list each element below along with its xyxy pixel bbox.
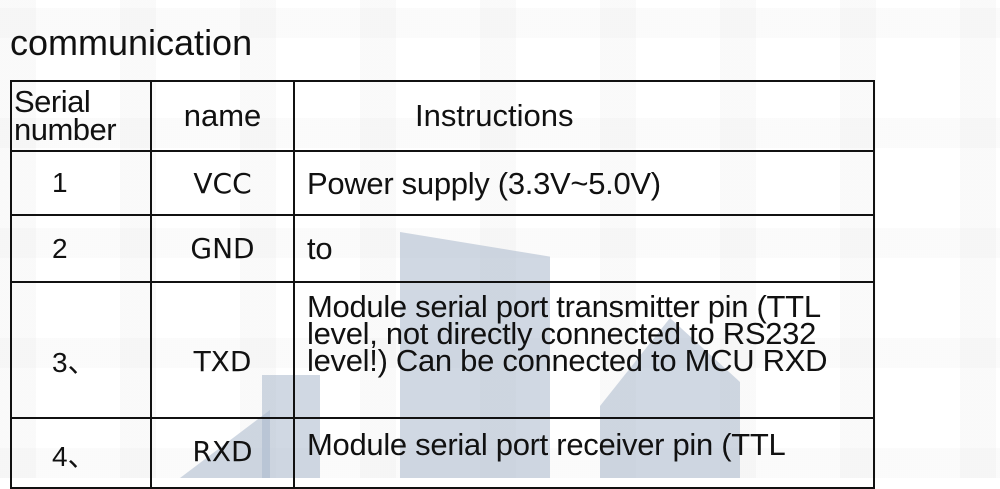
cell-instructions: Power supply (3.3V~5.0V) bbox=[293, 150, 875, 216]
cell-name: RXD bbox=[150, 417, 295, 489]
cell-instructions: Module serial port transmitter pin (TTL … bbox=[293, 281, 875, 419]
pin-table: Serial number name Instructions 1 VCC Po… bbox=[10, 80, 875, 489]
cell-instructions: to bbox=[293, 214, 875, 283]
table-row: 3、 TXD Module serial port transmitter pi… bbox=[10, 281, 875, 419]
cell-serial: 4、 bbox=[10, 417, 152, 489]
table-row: 1 VCC Power supply (3.3V~5.0V) bbox=[10, 150, 875, 216]
header-name: name bbox=[150, 80, 295, 152]
cell-serial: 2 bbox=[10, 214, 152, 283]
cell-name: TXD bbox=[150, 281, 295, 419]
header-serial-number: Serial number bbox=[10, 80, 152, 152]
cell-name: GND bbox=[150, 214, 295, 283]
section-heading: communication bbox=[10, 22, 253, 63]
cell-serial: 3、 bbox=[10, 281, 152, 419]
table-header-row: Serial number name Instructions bbox=[10, 80, 875, 152]
header-instructions: Instructions bbox=[293, 80, 875, 152]
table-row: 2 GND to bbox=[10, 214, 875, 283]
cell-serial: 1 bbox=[10, 150, 152, 216]
cell-name: VCC bbox=[150, 150, 295, 216]
